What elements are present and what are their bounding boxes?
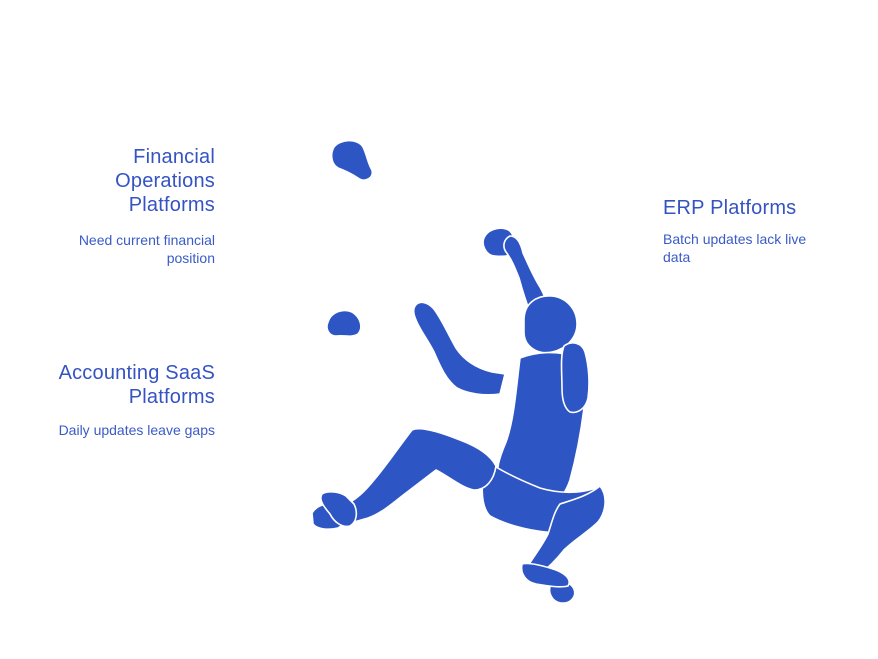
climber-right-leg [527,485,606,575]
climber-back-arm [560,342,590,414]
rock-climber-icon [311,139,607,604]
climber-head [523,295,578,354]
erp-platforms-title: ERP Platforms [663,197,797,219]
financial-operations-description: Need current financial position [78,232,215,266]
climbing-hold-middle [326,309,362,337]
erp-platforms-description: Batch updates lack live data [663,231,807,265]
climbing-hold-top [330,139,374,181]
financial-operations-block: Financial Operations Platforms Need curr… [5,145,215,267]
climber-bent-arm [412,301,506,396]
financial-operations-title: Financial Operations Platforms [115,146,215,216]
climber-left-leg [345,427,497,523]
accounting-saas-title: Accounting SaaS Platforms [58,362,215,408]
accounting-saas-description: Daily updates leave gaps [58,422,215,438]
erp-platforms-block: ERP Platforms Batch updates lack live da… [663,196,863,266]
climber-left-shoe [320,491,358,528]
accounting-saas-block: Accounting SaaS Platforms Daily updates … [0,361,215,439]
climber-right-shoe [520,562,571,588]
